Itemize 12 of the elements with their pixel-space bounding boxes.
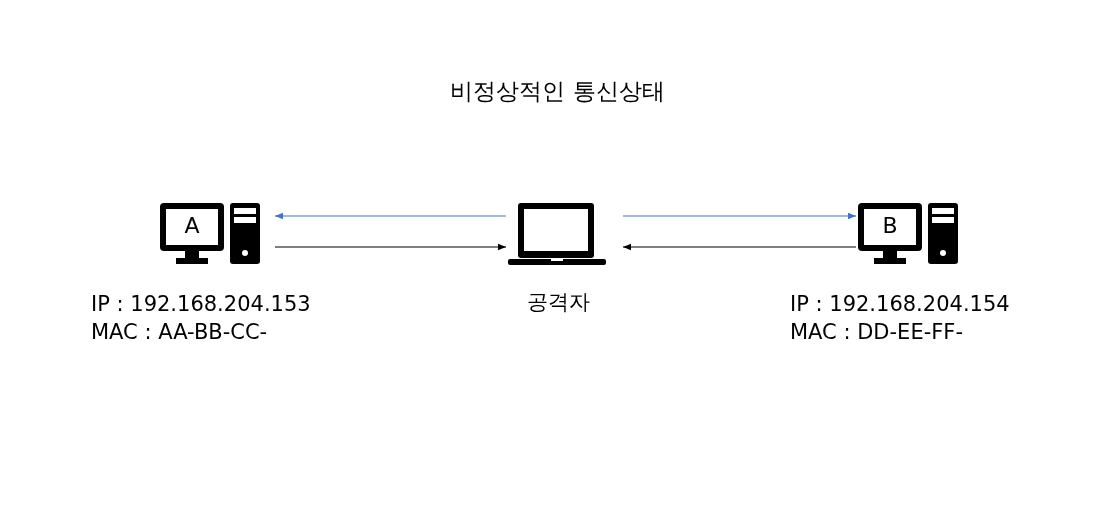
arrow bbox=[274, 212, 507, 220]
title: 비정상적인 통신상태 bbox=[449, 77, 666, 106]
arrow bbox=[274, 243, 507, 251]
arrow bbox=[622, 212, 857, 220]
address-text: IP : 192.168.204.153 bbox=[91, 291, 311, 318]
computer-label: B bbox=[881, 213, 899, 238]
address-text: MAC : DD-EE-FF- bbox=[790, 319, 963, 346]
role-caption: 공격자 bbox=[525, 289, 591, 316]
address-text: IP : 192.168.204.154 bbox=[790, 291, 1010, 318]
address-text: MAC : AA-BB-CC- bbox=[91, 319, 268, 346]
computer-label: A bbox=[183, 213, 201, 238]
arrow bbox=[622, 243, 857, 251]
